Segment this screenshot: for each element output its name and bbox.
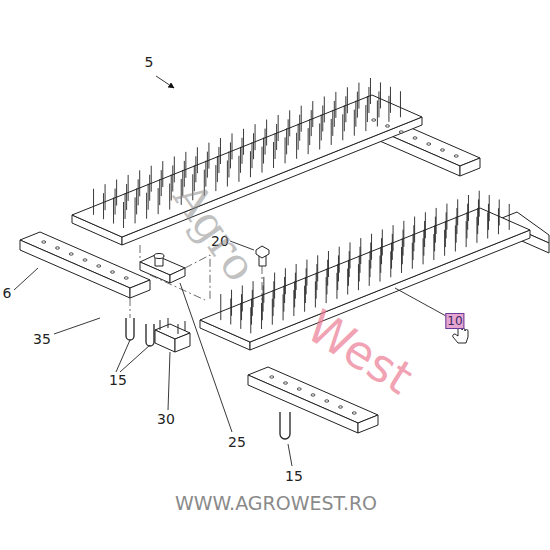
callout-number: 15 [108,373,128,387]
watermark: West [300,303,420,402]
callout-number: 6 [2,286,13,300]
callout-number: 10 [445,313,464,329]
spike-row [221,191,509,334]
clamp-plate [140,254,185,284]
cross-bar [20,232,150,298]
spike-plate [72,95,422,245]
callout-number: 30 [156,412,176,426]
website-url: WWW.AGROWEST.RO [175,494,377,513]
u-bolt [126,318,290,439]
spike-row [94,78,401,228]
callout-number: 25 [227,435,247,449]
callout-number: 35 [32,332,52,346]
block [155,318,190,352]
bar-holes [42,119,459,414]
callout-number: 15 [284,469,304,483]
callout-number: 5 [144,55,155,69]
leader-lines [14,76,446,466]
